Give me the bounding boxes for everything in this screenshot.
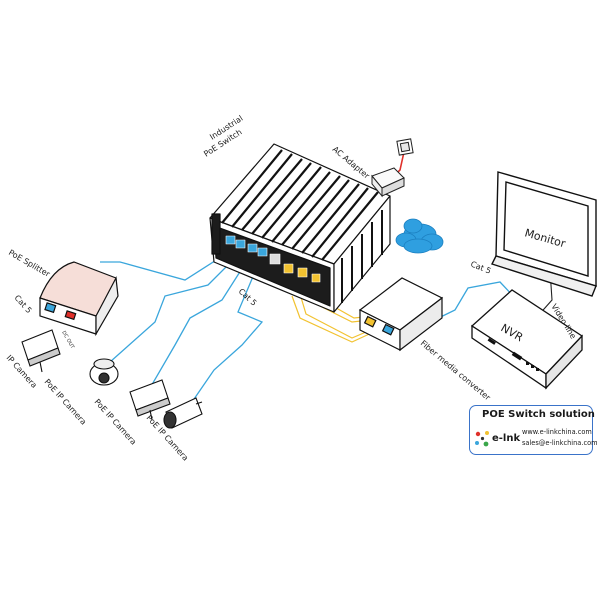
- converter-rj45-port: [381, 323, 395, 336]
- poe-ip-camera-bullet: [163, 397, 203, 429]
- poe-ip-camera-dome: [89, 358, 119, 386]
- label-poe-ip-camera-1: PoE IP Camera: [43, 377, 89, 426]
- label-dc-out: DC OUT: [60, 330, 75, 351]
- switch-side-fins: [341, 210, 383, 303]
- label-cat5-left: Cat 5: [13, 293, 34, 315]
- switch-heat-fins: [221, 149, 379, 261]
- switch-ear: [211, 213, 221, 255]
- label-fiber-media-converter: Fiber media converter: [419, 339, 493, 403]
- fiber-cable-1: [291, 295, 379, 343]
- ip-camera: [21, 329, 61, 373]
- label-cat5-top: Cat 5: [469, 260, 492, 276]
- label-cat5-mid: Cat 5: [237, 287, 259, 308]
- splitter-rj45-port: [44, 302, 57, 314]
- cable-switch-to-splitter: [100, 249, 233, 281]
- cable-switch-to-poe-camera-2: [149, 255, 251, 389]
- label-poe-splitter: PoE Splitter: [7, 248, 52, 279]
- industrial-poe-switch: [209, 143, 391, 313]
- monitor-screen: [503, 181, 589, 277]
- cloud-icon: [395, 218, 444, 254]
- label-poe-ip-camera-2: PoE IP Camera: [93, 397, 139, 446]
- poe-splitter: [39, 261, 119, 337]
- cable-switch-to-poe-camera-3: [191, 259, 264, 403]
- converter-fiber-port: [363, 315, 377, 328]
- poe-ip-camera-box: [129, 379, 171, 421]
- nvr-buttons: [487, 337, 539, 371]
- splitter-side: [95, 275, 119, 337]
- cable-switch-to-poe-camera-1: [109, 252, 241, 363]
- nvr: [470, 289, 584, 390]
- info-email[interactable]: sales@e-linkchina.com: [522, 439, 598, 447]
- ac-adapter: [371, 138, 414, 198]
- converter-side: [399, 296, 443, 352]
- info-website[interactable]: www.e-linkchina.com: [522, 428, 592, 436]
- info-brand: e-lnk: [492, 433, 521, 444]
- switch-poe-ports: [225, 235, 321, 283]
- e-link-logo-icon: [475, 431, 489, 447]
- info-title: POE Switch solution: [482, 409, 595, 420]
- nvr-side: [545, 334, 583, 390]
- solution-info-box: POE Switch solution e-lnk www.e-linkchin…: [469, 405, 598, 455]
- splitter-dc-port: [64, 310, 77, 321]
- fiber-media-converter: [358, 277, 444, 352]
- monitor: [491, 171, 597, 297]
